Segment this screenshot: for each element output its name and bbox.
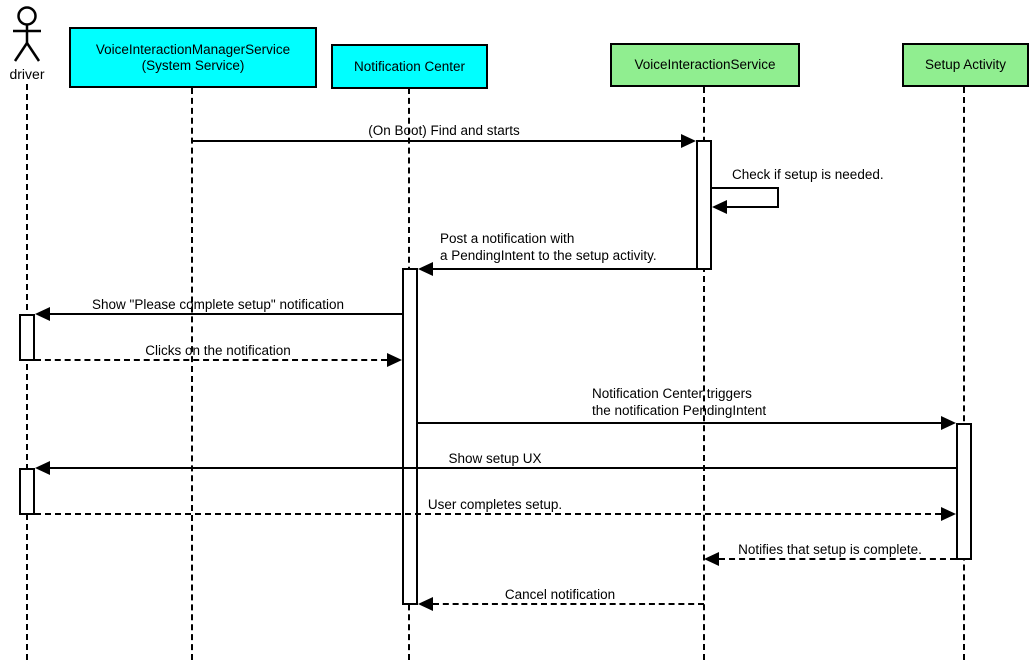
arrowhead-icon-6 — [941, 416, 956, 430]
activation-bar-driver-1 — [19, 314, 35, 361]
message-label-3: Post a notification with a PendingIntent… — [440, 231, 657, 263]
message-label-6: Notification Center triggers the notific… — [592, 386, 767, 418]
message-line-5 — [35, 359, 387, 361]
message-label-4: Show "Please complete setup" notificatio… — [92, 297, 344, 312]
participant-label: VoiceInteractionManagerService (System S… — [95, 41, 291, 73]
arrowhead-icon-2 — [712, 200, 727, 214]
message-line-4 — [50, 313, 402, 315]
actor-stick-figure-icon — [13, 6, 41, 62]
self-message-top-segment — [712, 187, 779, 189]
arrowhead-icon-7 — [35, 461, 50, 475]
participant-label: Setup Activity — [924, 57, 1007, 72]
message-label-1: (On Boot) Find and starts — [368, 123, 520, 138]
message-label-10: Cancel notification — [504, 587, 616, 602]
lifeline-voiceinteractionservice — [703, 87, 705, 660]
arrowhead-icon-4 — [35, 307, 50, 321]
actor-label: driver — [9, 66, 45, 82]
message-line-8 — [35, 513, 941, 515]
message-line-3 — [433, 268, 696, 270]
arrowhead-icon-8 — [941, 507, 956, 521]
self-message-right-segment — [777, 187, 779, 207]
activation-bar-notification-center — [402, 268, 418, 605]
message-line-1 — [192, 140, 681, 142]
lifeline-voiceinteractionmanagerservice — [191, 88, 193, 660]
arrowhead-icon-3 — [418, 262, 433, 276]
message-label-9: Notifies that setup is complete. — [738, 542, 922, 557]
message-line-7 — [50, 467, 956, 469]
message-label-5: Clicks on the notification — [145, 343, 291, 358]
message-line-9 — [719, 558, 956, 560]
activation-bar-setup-activity — [956, 423, 972, 560]
arrowhead-icon-10 — [418, 597, 433, 611]
lifeline-setup-activity — [963, 87, 965, 660]
message-label-8: User completes setup. — [427, 497, 563, 512]
self-message-bottom-segment — [727, 206, 779, 208]
message-line-6 — [418, 422, 941, 424]
participant-voiceinteractionmanagerservice: VoiceInteractionManagerService (System S… — [69, 27, 317, 88]
activation-bar-voiceinteractionservice — [696, 140, 712, 270]
participant-label: Notification Center — [353, 58, 466, 74]
arrowhead-icon-1 — [681, 134, 696, 148]
message-label-2: Check if setup is needed. — [732, 167, 884, 182]
message-label-7: Show setup UX — [448, 451, 542, 466]
participant-label: VoiceInteractionService — [634, 57, 776, 72]
arrowhead-icon-5 — [387, 353, 402, 367]
participant-setup-activity: Setup Activity — [902, 43, 1029, 87]
message-line-10 — [433, 603, 704, 605]
participant-voiceinteractionservice: VoiceInteractionService — [610, 43, 800, 87]
arrowhead-icon-9 — [704, 552, 719, 566]
activation-bar-driver-2 — [19, 468, 35, 515]
lifeline-driver — [26, 84, 28, 660]
participant-notification-center: Notification Center — [331, 44, 488, 89]
